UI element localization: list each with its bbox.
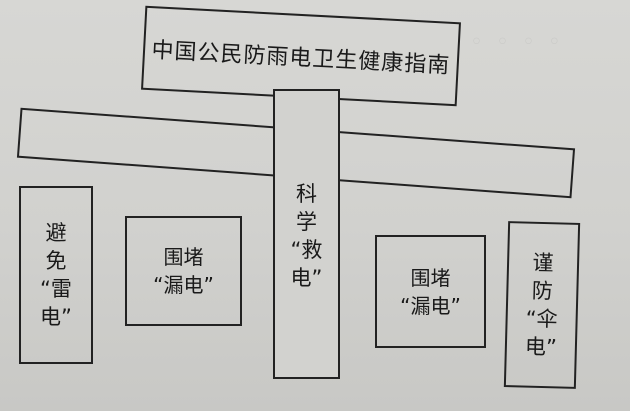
box-avoid-lightning-label: 避 免 “雷 电” [40, 221, 72, 329]
box-umbrella-electricity-label: 谨 防 “伞 电” [524, 250, 558, 360]
box-block-leakage-left: 围堵 “漏电” [125, 216, 242, 326]
box-scientific-rescue: 科 学 “救 电” [273, 89, 340, 379]
box-block-leakage-left-label: 围堵 “漏电” [153, 245, 214, 297]
show-through-text: ◦ ◦ ◦ ◦ [470, 30, 564, 55]
box-block-leakage-right-label: 围堵 “漏电” [400, 265, 461, 318]
box-block-leakage-right: 围堵 “漏电” [375, 235, 486, 348]
diagram-title: 中国公民防雨电卫生健康指南 [150, 38, 451, 79]
box-avoid-lightning: 避 免 “雷 电” [19, 186, 93, 364]
box-scientific-rescue-label: 科 学 “救 电” [290, 182, 323, 290]
box-umbrella-electricity: 谨 防 “伞 电” [503, 221, 581, 389]
